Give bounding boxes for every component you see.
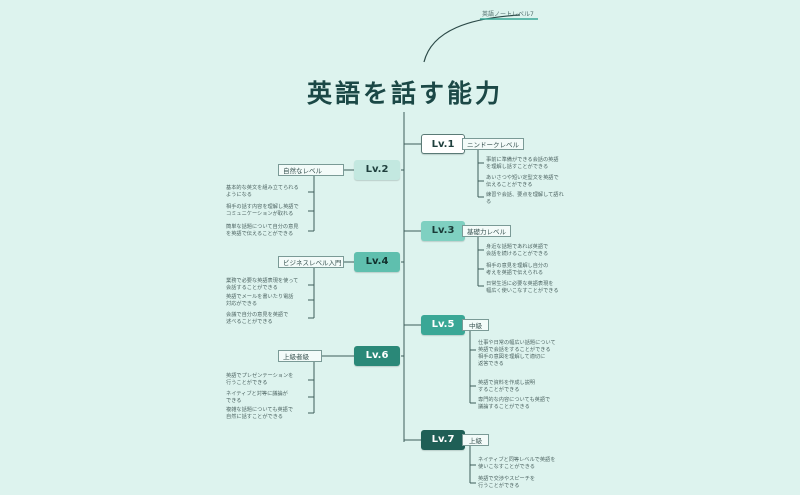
lv1-item-2: あいさつや短い定型文を英語で 伝えることができる — [486, 175, 559, 188]
lv2-item-1: 基本的な英文を組み立てられる ようになる — [226, 185, 299, 198]
lv6-item-1: 英語でプレゼンテーションを 行うことができる — [226, 373, 294, 386]
lv1-item-1: 事前に準備ができる会話の英語 を理解し話すことができる — [486, 157, 559, 170]
lv1-item-3: 練習や会話、要点を理解して語れ る — [486, 192, 564, 205]
level-node-2[interactable]: Lv.2 — [354, 160, 400, 180]
level-node-7[interactable]: Lv.7 — [421, 430, 465, 450]
category-label-1[interactable]: ニンドークレベル — [462, 138, 524, 150]
category-label-6[interactable]: 上級者級 — [278, 350, 322, 362]
level-node-4[interactable]: Lv.4 — [354, 252, 400, 272]
page-title: 英語を話す能力 — [306, 79, 503, 108]
lv3-item-1: 身近な話題であれば英語で 会話を続けることができる — [486, 244, 549, 257]
lv4-item-1: 業務で必要な英語表現を使って 会話することができる — [226, 278, 299, 291]
lv5-item-1: 仕事や日常の幅広い話題について 英語で会話をすることができる 相手の意図を理解し… — [478, 340, 556, 367]
lv2-item-2: 相手の話す内容を理解し英語で コミュニケーションが取れる — [226, 204, 299, 217]
category-label-2[interactable]: 自然なレベル — [278, 164, 344, 176]
lv3-item-3: 日常生活に必要な英語表現を 幅広く使いこなすことができる — [486, 281, 559, 294]
lv7-item-1: ネイティブと同等レベルで英語を 使いこなすことができる — [478, 457, 556, 470]
category-label-4[interactable]: ビジネスレベル入門 — [278, 256, 344, 268]
top-note: 英語ノートレベル7 — [482, 11, 534, 18]
lv6-item-3: 複雑な話題についても英語で 自然に話すことができる — [226, 407, 294, 420]
lv5-item-3: 専門的な内容についても英語で 議論することができる — [478, 397, 551, 410]
lv6-item-2: ネイティブと対等に議論が できる — [226, 391, 288, 404]
level-node-1[interactable]: Lv.1 — [421, 134, 465, 154]
lv3-item-2: 相手の意見を理解し自分の 考えを英語で伝えられる — [486, 263, 549, 276]
level-node-3[interactable]: Lv.3 — [421, 221, 465, 241]
lv4-item-3: 会議で自分の意見を英語で 述べることができる — [226, 312, 289, 325]
category-label-3[interactable]: 基礎力レベル — [462, 225, 511, 237]
level-node-6[interactable]: Lv.6 — [354, 346, 400, 366]
lv2-item-3: 簡単な話題について自分の意見 を英語で伝えることができる — [226, 224, 299, 237]
level-node-5[interactable]: Lv.5 — [421, 315, 465, 335]
note-arc-line — [423, 14, 521, 63]
category-label-5[interactable]: 中級 — [462, 319, 489, 331]
lv7-item-2: 英語で交渉やスピーチを 行うことができる — [478, 476, 536, 489]
category-label-7[interactable]: 上級 — [462, 434, 489, 446]
lv5-item-2: 英語で資料を作成し説明 することができる — [478, 380, 536, 393]
lv4-item-2: 英語でメールを書いたり電話 対応ができる — [226, 294, 294, 307]
